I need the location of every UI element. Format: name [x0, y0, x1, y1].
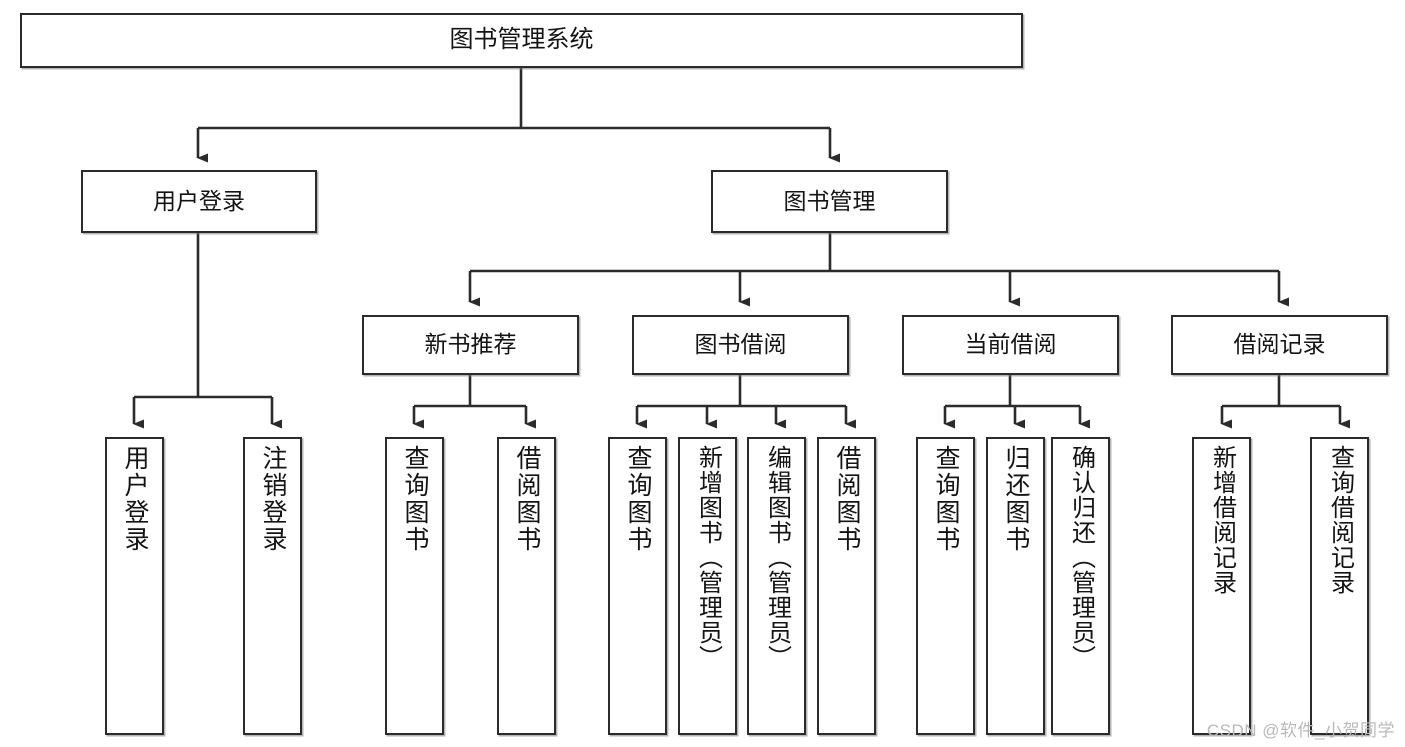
leaf-current-confirm-return-admin-label: 确认归还（管理员）: [1067, 445, 1095, 670]
leaf-recommend-borrow-book-label: 借阅图书: [513, 445, 541, 553]
node-new-book-recommend-label: 新书推荐: [424, 331, 517, 358]
leaf-borrow-borrow-book[interactable]: 借阅图书: [817, 437, 876, 735]
node-user-login-label: 用户登录: [153, 187, 245, 214]
node-book-management[interactable]: 图书管理: [711, 170, 948, 233]
leaf-current-confirm-return-admin[interactable]: 确认归还（管理员）: [1051, 437, 1110, 735]
leaf-recommend-query-book[interactable]: 查询图书: [385, 437, 444, 735]
leaf-borrow-borrow-book-label: 借阅图书: [833, 445, 861, 553]
node-new-book-recommend[interactable]: 新书推荐: [362, 315, 579, 375]
node-book-management-label: 图书管理: [783, 187, 876, 214]
node-current-borrow[interactable]: 当前借阅: [902, 315, 1119, 375]
leaf-borrow-edit-book-admin[interactable]: 编辑图书（管理员）: [747, 437, 806, 735]
leaf-current-query-book-label: 查询图书: [932, 445, 960, 553]
leaf-record-query-record-label: 查询借阅记录: [1326, 445, 1354, 595]
leaf-current-return-book-label: 归还图书: [1002, 445, 1030, 553]
leaf-recommend-query-book-label: 查询图书: [401, 445, 429, 553]
leaf-recommend-borrow-book[interactable]: 借阅图书: [497, 437, 556, 735]
node-book-borrow[interactable]: 图书借阅: [632, 315, 849, 375]
node-borrow-record[interactable]: 借阅记录: [1171, 315, 1388, 375]
leaf-borrow-query-book[interactable]: 查询图书: [608, 437, 667, 735]
node-current-borrow-label: 当前借阅: [964, 331, 1057, 358]
leaf-logout[interactable]: 注销登录: [243, 437, 302, 735]
leaf-current-return-book[interactable]: 归还图书: [986, 437, 1045, 735]
leaf-borrow-query-book-label: 查询图书: [624, 445, 652, 553]
leaf-borrow-add-book-admin[interactable]: 新增图书（管理员）: [678, 437, 737, 735]
node-borrow-record-label: 借阅记录: [1233, 331, 1326, 358]
leaf-record-add-record[interactable]: 新增借阅记录: [1192, 437, 1251, 735]
node-user-login[interactable]: 用户登录: [81, 170, 317, 233]
node-root-label: 图书管理系统: [449, 26, 594, 54]
leaf-record-query-record[interactable]: 查询借阅记录: [1310, 437, 1369, 735]
node-book-borrow-label: 图书借阅: [694, 331, 787, 358]
leaf-current-query-book[interactable]: 查询图书: [916, 437, 975, 735]
leaf-logout-label: 注销登录: [259, 445, 287, 553]
node-root[interactable]: 图书管理系统: [20, 13, 1023, 68]
leaf-user-login[interactable]: 用户登录: [105, 437, 164, 735]
leaf-user-login-label: 用户登录: [121, 445, 149, 553]
leaf-borrow-edit-book-admin-label: 编辑图书（管理员）: [763, 445, 791, 670]
leaf-record-add-record-label: 新增借阅记录: [1208, 445, 1236, 595]
leaf-borrow-add-book-admin-label: 新增图书（管理员）: [694, 445, 722, 670]
watermark: CSDN @软件_小贺同学: [1206, 721, 1395, 740]
